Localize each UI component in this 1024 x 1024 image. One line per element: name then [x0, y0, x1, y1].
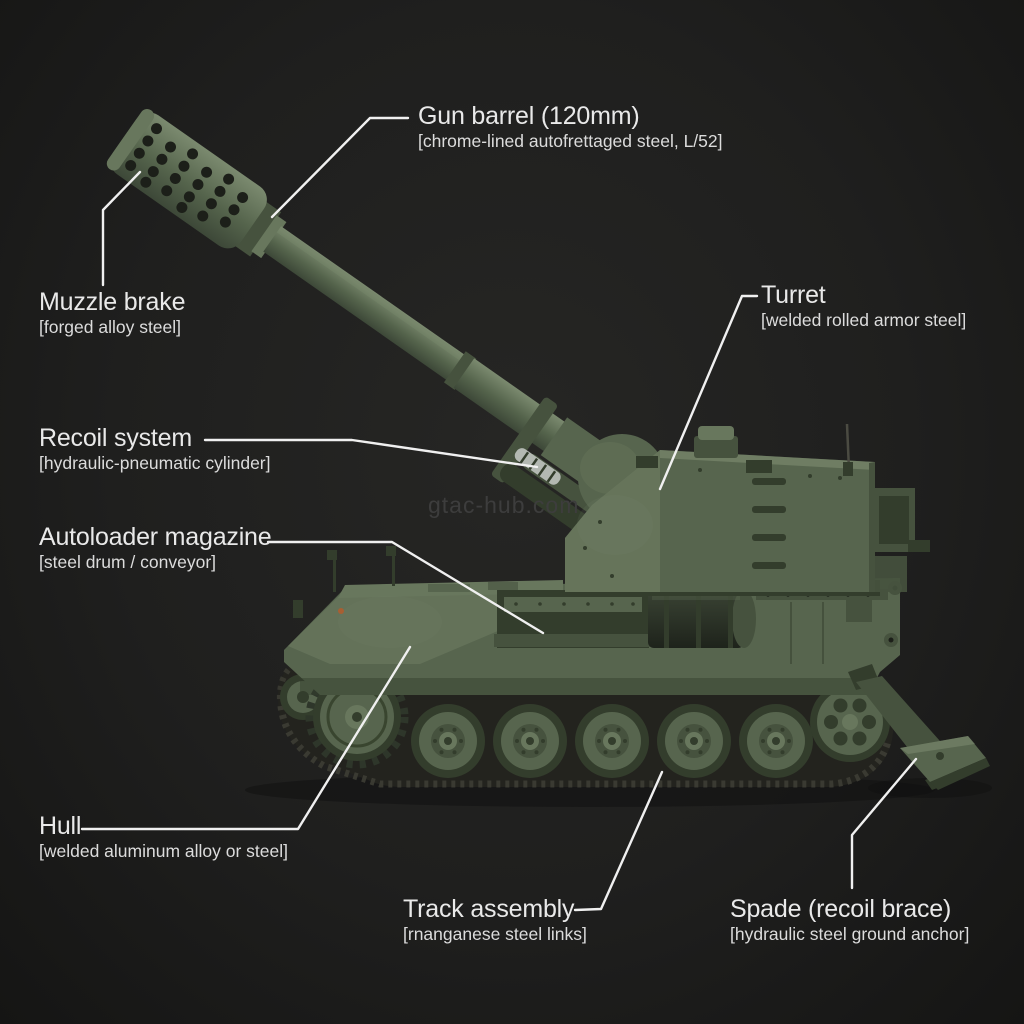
- spade-part: [848, 664, 990, 790]
- leader-lines: [80, 116, 918, 912]
- label-hull-spec: [welded aluminum alloy or steel]: [39, 841, 289, 861]
- label-spade-title: Spade (recoil brace): [730, 895, 952, 923]
- label-recoil-system-spec: [hydraulic-pneumatic cylinder]: [39, 453, 271, 473]
- leader-line-turret: [658, 294, 759, 491]
- label-autoloader-magazine-spec: [steel drum / conveyor]: [39, 552, 217, 572]
- hull-part: [284, 546, 902, 695]
- antenna: [843, 423, 853, 476]
- label-turret-title: Turret: [761, 281, 826, 309]
- road-wheel: [739, 704, 813, 778]
- label-autoloader-magazine-title: Autoloader magazine: [39, 523, 272, 551]
- leader-line-autoloader: [266, 540, 545, 635]
- label-spade: Spade (recoil brace) [hydraulic steel gr…: [730, 895, 969, 945]
- road-wheel: [657, 704, 731, 778]
- autoloader-magazine-part: [494, 590, 662, 648]
- muzzle-brake-part: [106, 108, 267, 249]
- label-gun-barrel-spec: [chrome-lined autofrettaged steel, L/52]: [418, 131, 723, 151]
- label-muzzle-brake-title: Muzzle brake: [39, 288, 186, 316]
- turret-part: [565, 423, 930, 596]
- label-recoil-system-title: Recoil system: [39, 424, 192, 452]
- leader-line-recoil-system: [203, 438, 539, 469]
- leader-line-muzzle-brake: [101, 170, 142, 287]
- idler-wheel: [810, 682, 890, 762]
- label-muzzle-brake-spec: [forged alloy steel]: [39, 317, 182, 337]
- turret-rungs: [752, 478, 786, 569]
- leader-line-spade: [850, 757, 918, 890]
- label-spade-spec: [hydraulic steel ground anchor]: [730, 924, 970, 944]
- road-wheel: [493, 704, 567, 778]
- label-track-assembly-spec: [rnanganese steel links]: [403, 924, 587, 944]
- leader-line-gun-barrel: [270, 116, 410, 219]
- label-recoil-system: Recoil system [hydraulic-pneumatic cylin…: [39, 424, 271, 474]
- label-autoloader-magazine: Autoloader magazine [steel drum / convey…: [39, 523, 272, 573]
- cradle-clamp: [491, 397, 557, 483]
- label-track-assembly: Track assembly [rnanganese steel links]: [403, 895, 587, 945]
- mirror-stalks: [327, 546, 396, 592]
- label-gun-barrel: Gun barrel (120mm) [chrome-lined autofre…: [418, 102, 723, 152]
- label-gun-barrel-title: Gun barrel (120mm): [418, 102, 640, 130]
- marker-light: [338, 608, 344, 614]
- label-turret-spec: [welded rolled armor steel]: [761, 310, 967, 330]
- turret-bustle: [873, 488, 930, 592]
- leader-line-hull: [80, 645, 412, 831]
- watermark: gtac-hub.com: [428, 492, 580, 518]
- leader-line-track: [573, 770, 664, 912]
- stowage-drum: [648, 590, 756, 648]
- label-hull: Hull [welded aluminum alloy or steel]: [39, 812, 288, 862]
- label-turret: Turret [welded rolled armor steel]: [761, 281, 966, 331]
- road-wheel: [575, 704, 649, 778]
- cupola: [694, 426, 738, 458]
- label-muzzle-brake: Muzzle brake [forged alloy steel]: [39, 288, 185, 338]
- label-hull-title: Hull: [39, 812, 82, 840]
- periscope: [746, 460, 772, 473]
- label-track-assembly-title: Track assembly: [403, 895, 575, 923]
- road-wheel: [411, 704, 485, 778]
